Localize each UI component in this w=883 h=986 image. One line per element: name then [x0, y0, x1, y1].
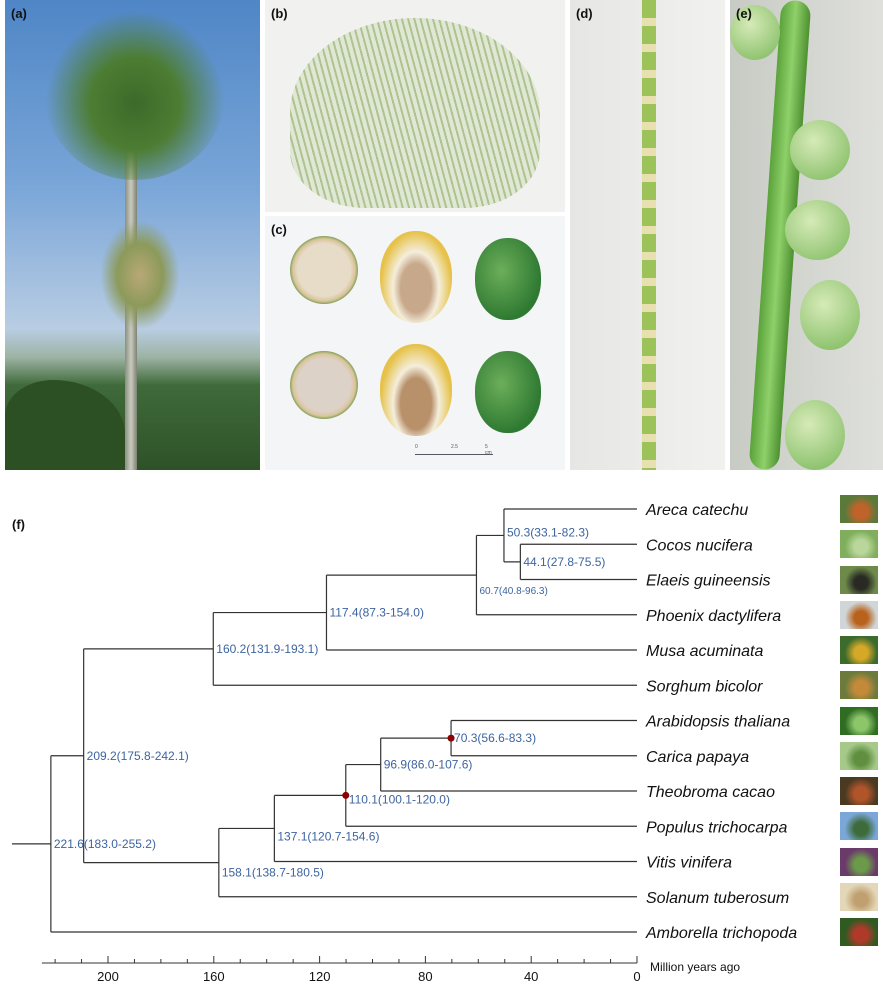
species-thumbnail	[840, 847, 878, 876]
node-age-label: 158.1(138.7-180.5)	[222, 866, 324, 880]
species-name: Theobroma cacao	[646, 784, 775, 801]
node-age-label: 96.9(86.0-107.6)	[384, 758, 473, 772]
species-name: Populus trichocarpa	[646, 819, 788, 836]
fronds-lower	[100, 220, 180, 330]
bud	[790, 120, 850, 180]
calibration-marker	[342, 791, 350, 799]
bud	[785, 200, 850, 260]
bud	[800, 280, 860, 350]
species-thumbnail	[840, 600, 878, 629]
species-thumbnail	[840, 671, 878, 700]
species-thumbnail	[840, 812, 878, 841]
fruit-half	[380, 231, 452, 323]
species-thumbnail	[840, 530, 878, 559]
node-age-label: 60.7(40.8-96.3)	[479, 586, 547, 597]
panel-label: (f)	[12, 517, 25, 532]
node-age-label: 137.1(120.7-154.6)	[277, 829, 379, 843]
species-thumbnail	[840, 565, 878, 594]
species-thumbnail	[840, 918, 878, 946]
bushes	[5, 380, 125, 470]
x-tick-label: 160	[203, 969, 225, 984]
panel-label: (c)	[271, 222, 287, 237]
fruit-cross-section	[290, 351, 358, 419]
node-age-label: 44.1(27.8-75.5)	[523, 555, 605, 569]
crown	[45, 10, 225, 180]
panel-a-palm-tree-photo: (a)	[5, 0, 260, 470]
species-name: Cocos nucifera	[646, 537, 753, 554]
rachilla	[642, 0, 656, 470]
species-name: Solanum tuberosum	[646, 890, 789, 907]
panel-label: (a)	[11, 6, 27, 21]
panel-label: (d)	[576, 6, 593, 21]
x-tick-label: 200	[97, 969, 119, 984]
x-tick-label: 80	[418, 969, 432, 984]
x-tick-label: 40	[524, 969, 538, 984]
node-age-label: 70.3(56.6-83.3)	[454, 731, 536, 745]
panel-label: (e)	[736, 6, 752, 21]
fruit-whole	[475, 238, 541, 320]
panel-c-fruit-photo: (c) 0 2.5 5 cm	[265, 216, 565, 470]
species-thumbnail	[840, 777, 878, 805]
fruit-cross-section	[290, 236, 358, 304]
bud	[730, 5, 780, 60]
scale-tick: 5 cm	[485, 444, 492, 456]
species-thumbnail	[840, 706, 878, 735]
phylogenetic-tree: 44.1(27.8-75.5) 50.3(33.1-82.3) 60.7(40.8-…	[12, 502, 797, 984]
species-thumbnail	[840, 636, 878, 664]
x-axis-label: Million years ago	[650, 960, 740, 974]
panel-b-inflorescence-photo: (b)	[265, 0, 565, 212]
species-name: Phoenix dactylifera	[646, 608, 781, 625]
node-age-label: 50.3(33.1-82.3)	[507, 525, 589, 539]
calibration-marker	[447, 734, 455, 742]
panel-e-flower-buds-photo: (e)	[730, 0, 883, 470]
bud	[785, 400, 845, 470]
fruit-half	[380, 344, 452, 436]
panel-d-rachilla-photo: (d)	[570, 0, 725, 470]
fruit-whole	[475, 351, 541, 433]
scale-tick: 0	[415, 444, 418, 450]
x-tick-label: 0	[633, 969, 640, 984]
node-age-label: 221.6(183.0-255.2)	[54, 837, 156, 851]
species-name: Sorghum bicolor	[646, 678, 763, 695]
node-age-label: 160.2(131.9-193.1)	[216, 642, 318, 656]
species-name: Elaeis guineensis	[646, 573, 771, 590]
species-name: Musa acuminata	[646, 643, 763, 660]
species-name: Carica papaya	[646, 749, 749, 766]
node-age-label: 117.4(87.3-154.0)	[329, 606, 424, 620]
panel-label: (b)	[271, 6, 288, 21]
species-name: Areca catechu	[645, 502, 748, 519]
x-tick-label: 120	[309, 969, 331, 984]
scale-tick: 2.5	[451, 444, 458, 450]
species-name: Vitis vinifera	[646, 855, 732, 872]
inflorescence	[290, 18, 540, 208]
species-thumbnail	[840, 495, 878, 523]
species-name: Arabidopsis thaliana	[645, 714, 790, 731]
node-age-label: 110.1(100.1-120.0)	[349, 792, 450, 806]
species-thumbnail	[840, 882, 878, 911]
species-name: Amborella trichopoda	[645, 925, 797, 942]
species-thumbnail	[840, 741, 878, 770]
node-age-label: 209.2(175.8-242.1)	[87, 749, 189, 763]
